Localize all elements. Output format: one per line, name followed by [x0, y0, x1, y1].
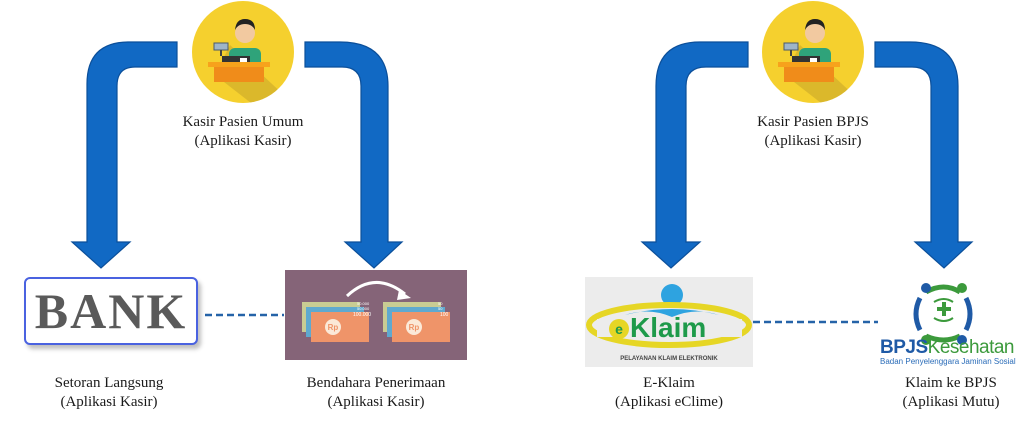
target-title: E-Klaim [643, 375, 695, 391]
source-subtitle: (Aplikasi Kasir) [764, 133, 862, 149]
money-transfer-icon: 50.000 50.000 100.000 Rp 50 50 100 Rp [302, 281, 450, 342]
target-title: Bendahara Penerimaan [306, 375, 446, 391]
arrow-to-bpjs [874, 41, 974, 269]
eklaim-prefix: e [615, 321, 623, 337]
target-caption: Klaim ke BPJS (Aplikasi Mutu) [876, 374, 1024, 412]
target-title: Setoran Langsung [54, 375, 164, 391]
target-caption: Setoran Langsung (Aplikasi Kasir) [34, 374, 184, 412]
arrow-to-eklaim [640, 41, 749, 269]
cashier-icon [192, 1, 294, 103]
target-subtitle: (Aplikasi Mutu) [902, 394, 1000, 410]
source-subtitle: (Aplikasi Kasir) [194, 133, 292, 149]
bpjs-text: BPJS [880, 337, 928, 358]
money-transfer-logo: 50.000 50.000 100.000 Rp 50 50 100 Rp [285, 270, 467, 360]
bpjs-tagline: Badan Penyelenggara Jaminan Sosial [880, 357, 1016, 366]
bpjs-wordmark: BPJSKesehatan [880, 337, 1015, 359]
bank-logo-text: BANK [34, 283, 188, 339]
target-title: Klaim ke BPJS [905, 375, 997, 391]
arrow-to-bendahara [304, 41, 404, 269]
eklaim-emblem: e Klaim PELAYANAN KLAIM ELEKTRONIK [586, 284, 752, 362]
source-caption: Kasir Pasien BPJS (Aplikasi Kasir) [738, 113, 888, 151]
bill-value: 100 [440, 312, 449, 318]
bill-value: 50.000 [357, 301, 370, 306]
target-subtitle: (Aplikasi Kasir) [60, 394, 158, 410]
bill-value: 50 [438, 306, 443, 311]
target-caption: E-Klaim (Aplikasi eClime) [594, 374, 744, 412]
source-title: Kasir Pasien Umum [182, 114, 304, 130]
eklaim-wordmark: Klaim [630, 312, 706, 343]
arrow-to-bank [70, 41, 178, 269]
currency-label: Rp [328, 323, 339, 332]
bill-value: 100.000 [353, 312, 371, 318]
eklaim-logo: e Klaim PELAYANAN KLAIM ELEKTRONIK [585, 277, 753, 367]
source-title: Kasir Pasien BPJS [757, 114, 869, 130]
eklaim-tagline: PELAYANAN KLAIM ELEKTRONIK [620, 356, 718, 362]
target-caption: Bendahara Penerimaan (Aplikasi Kasir) [296, 374, 456, 412]
bill-value: 50.000 [357, 306, 370, 311]
source-caption: Kasir Pasien Umum (Aplikasi Kasir) [168, 113, 318, 151]
target-subtitle: (Aplikasi Kasir) [327, 394, 425, 410]
cashier-icon [762, 1, 864, 103]
target-subtitle: (Aplikasi eClime) [615, 394, 723, 410]
bank-logo: BANK [24, 277, 198, 345]
kesehatan-text: Kesehatan [927, 337, 1015, 358]
bill-value: 50 [438, 301, 443, 306]
currency-label: Rp [409, 323, 420, 332]
